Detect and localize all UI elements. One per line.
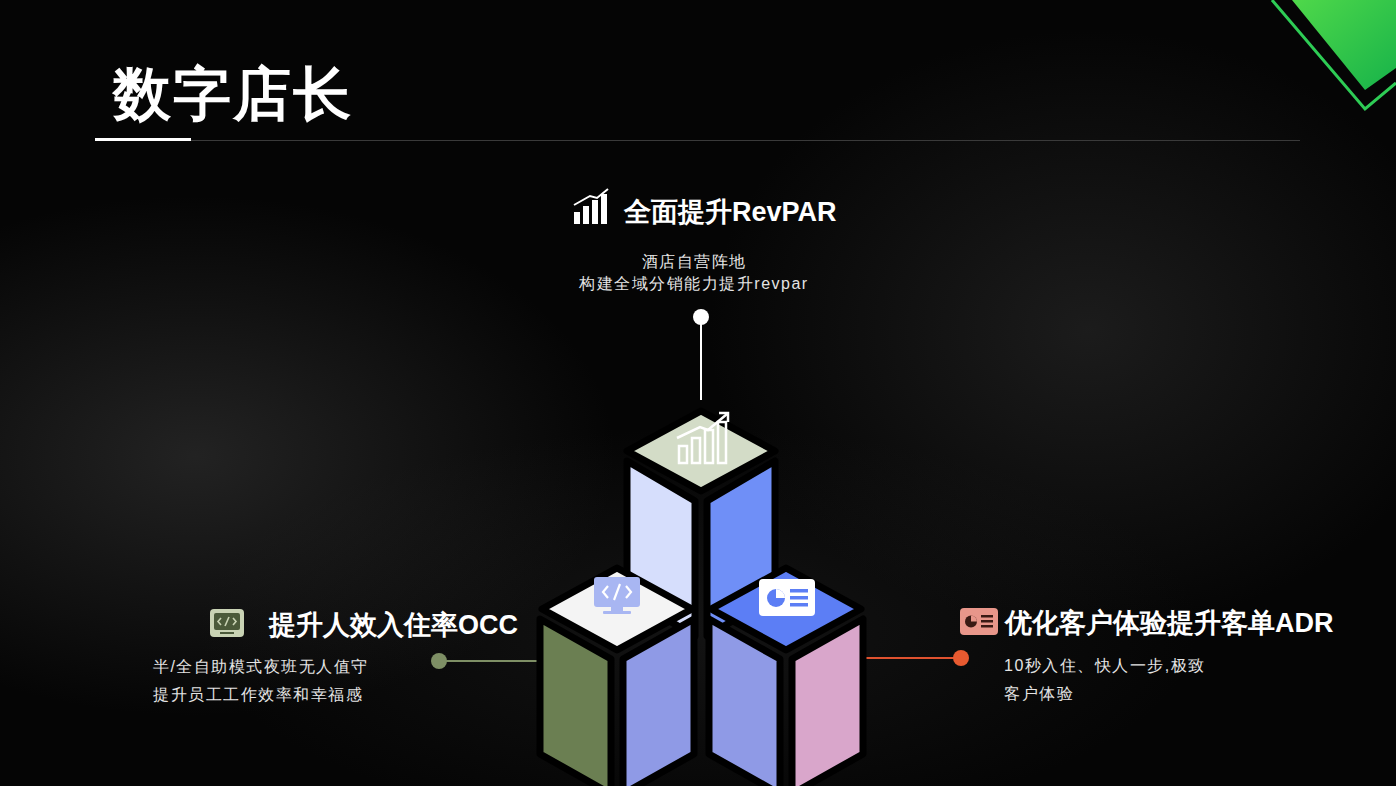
right-cube: [709, 568, 863, 786]
heading-code-icon: [210, 609, 244, 637]
heading-report-icon: [960, 608, 998, 635]
leader-line: [439, 660, 540, 662]
right-leader: [862, 650, 969, 666]
bar: [705, 430, 713, 463]
report-line: [981, 625, 993, 628]
heading-chart-icon: [574, 189, 608, 224]
code-monitor-icon: [594, 577, 640, 614]
cube-face: [627, 411, 775, 491]
pie-slice: [776, 589, 785, 598]
cube-face: [542, 568, 692, 650]
monitor-screen: [594, 577, 640, 607]
code-slash: [614, 584, 620, 600]
pie: [767, 589, 785, 607]
callout-body: 酒店自营阵地 构建全域分销能力提升revpar: [544, 251, 844, 295]
callout-heading: 全面提升RevPAR: [624, 194, 837, 230]
report-line: [790, 603, 808, 607]
report-icon: [759, 579, 815, 616]
report-line: [790, 589, 808, 593]
bar: [692, 438, 700, 463]
bar: [574, 212, 580, 224]
report-line: [981, 615, 993, 618]
bar: [601, 194, 607, 224]
icon-bg: [210, 609, 244, 637]
callout-heading: 提升人效入住率OCC: [269, 607, 518, 643]
title-underline: [95, 138, 191, 141]
bar: [583, 206, 589, 224]
leader-dot: [431, 653, 447, 669]
icon-base: [220, 632, 234, 634]
corner-triangle: [1292, 0, 1396, 90]
code-bracket: [218, 618, 221, 625]
arrow-head: [719, 413, 728, 422]
code-bracket: [626, 586, 631, 598]
chart-icon: [677, 413, 728, 463]
report-line: [981, 620, 993, 623]
code-slash: [225, 617, 229, 626]
left-cube: [540, 568, 694, 786]
slide-title: 数字店长: [113, 56, 353, 134]
leader-dot: [953, 650, 969, 666]
report-line: [790, 596, 808, 600]
leader-line: [700, 317, 702, 400]
leader-dot: [693, 309, 709, 325]
trend: [677, 414, 727, 438]
bar: [718, 422, 726, 463]
pie: [965, 616, 977, 628]
callout-body: 半/全自助模式夜班无人值守 提升员工工作效率和幸福感: [153, 653, 428, 709]
icon-bg: [960, 608, 998, 635]
left-leader: [431, 653, 540, 669]
bar: [679, 446, 687, 463]
corner-outline: [1272, 0, 1396, 109]
cube-face: [711, 568, 861, 650]
top-leader: [693, 309, 709, 400]
icon-screen: [214, 613, 240, 630]
trend: [574, 189, 608, 205]
title-rule: [190, 140, 1300, 141]
pie-slice: [971, 616, 977, 622]
leader-line: [862, 657, 961, 659]
callout-body: 10秒入住、快人一步,极致 客户体验: [1004, 652, 1242, 708]
monitor-base: [603, 611, 631, 614]
bar: [592, 200, 598, 224]
code-bracket: [603, 586, 608, 598]
callout-heading: 优化客户体验提升客单ADR: [1005, 605, 1334, 641]
report-card: [759, 579, 815, 616]
code-bracket: [233, 618, 236, 625]
